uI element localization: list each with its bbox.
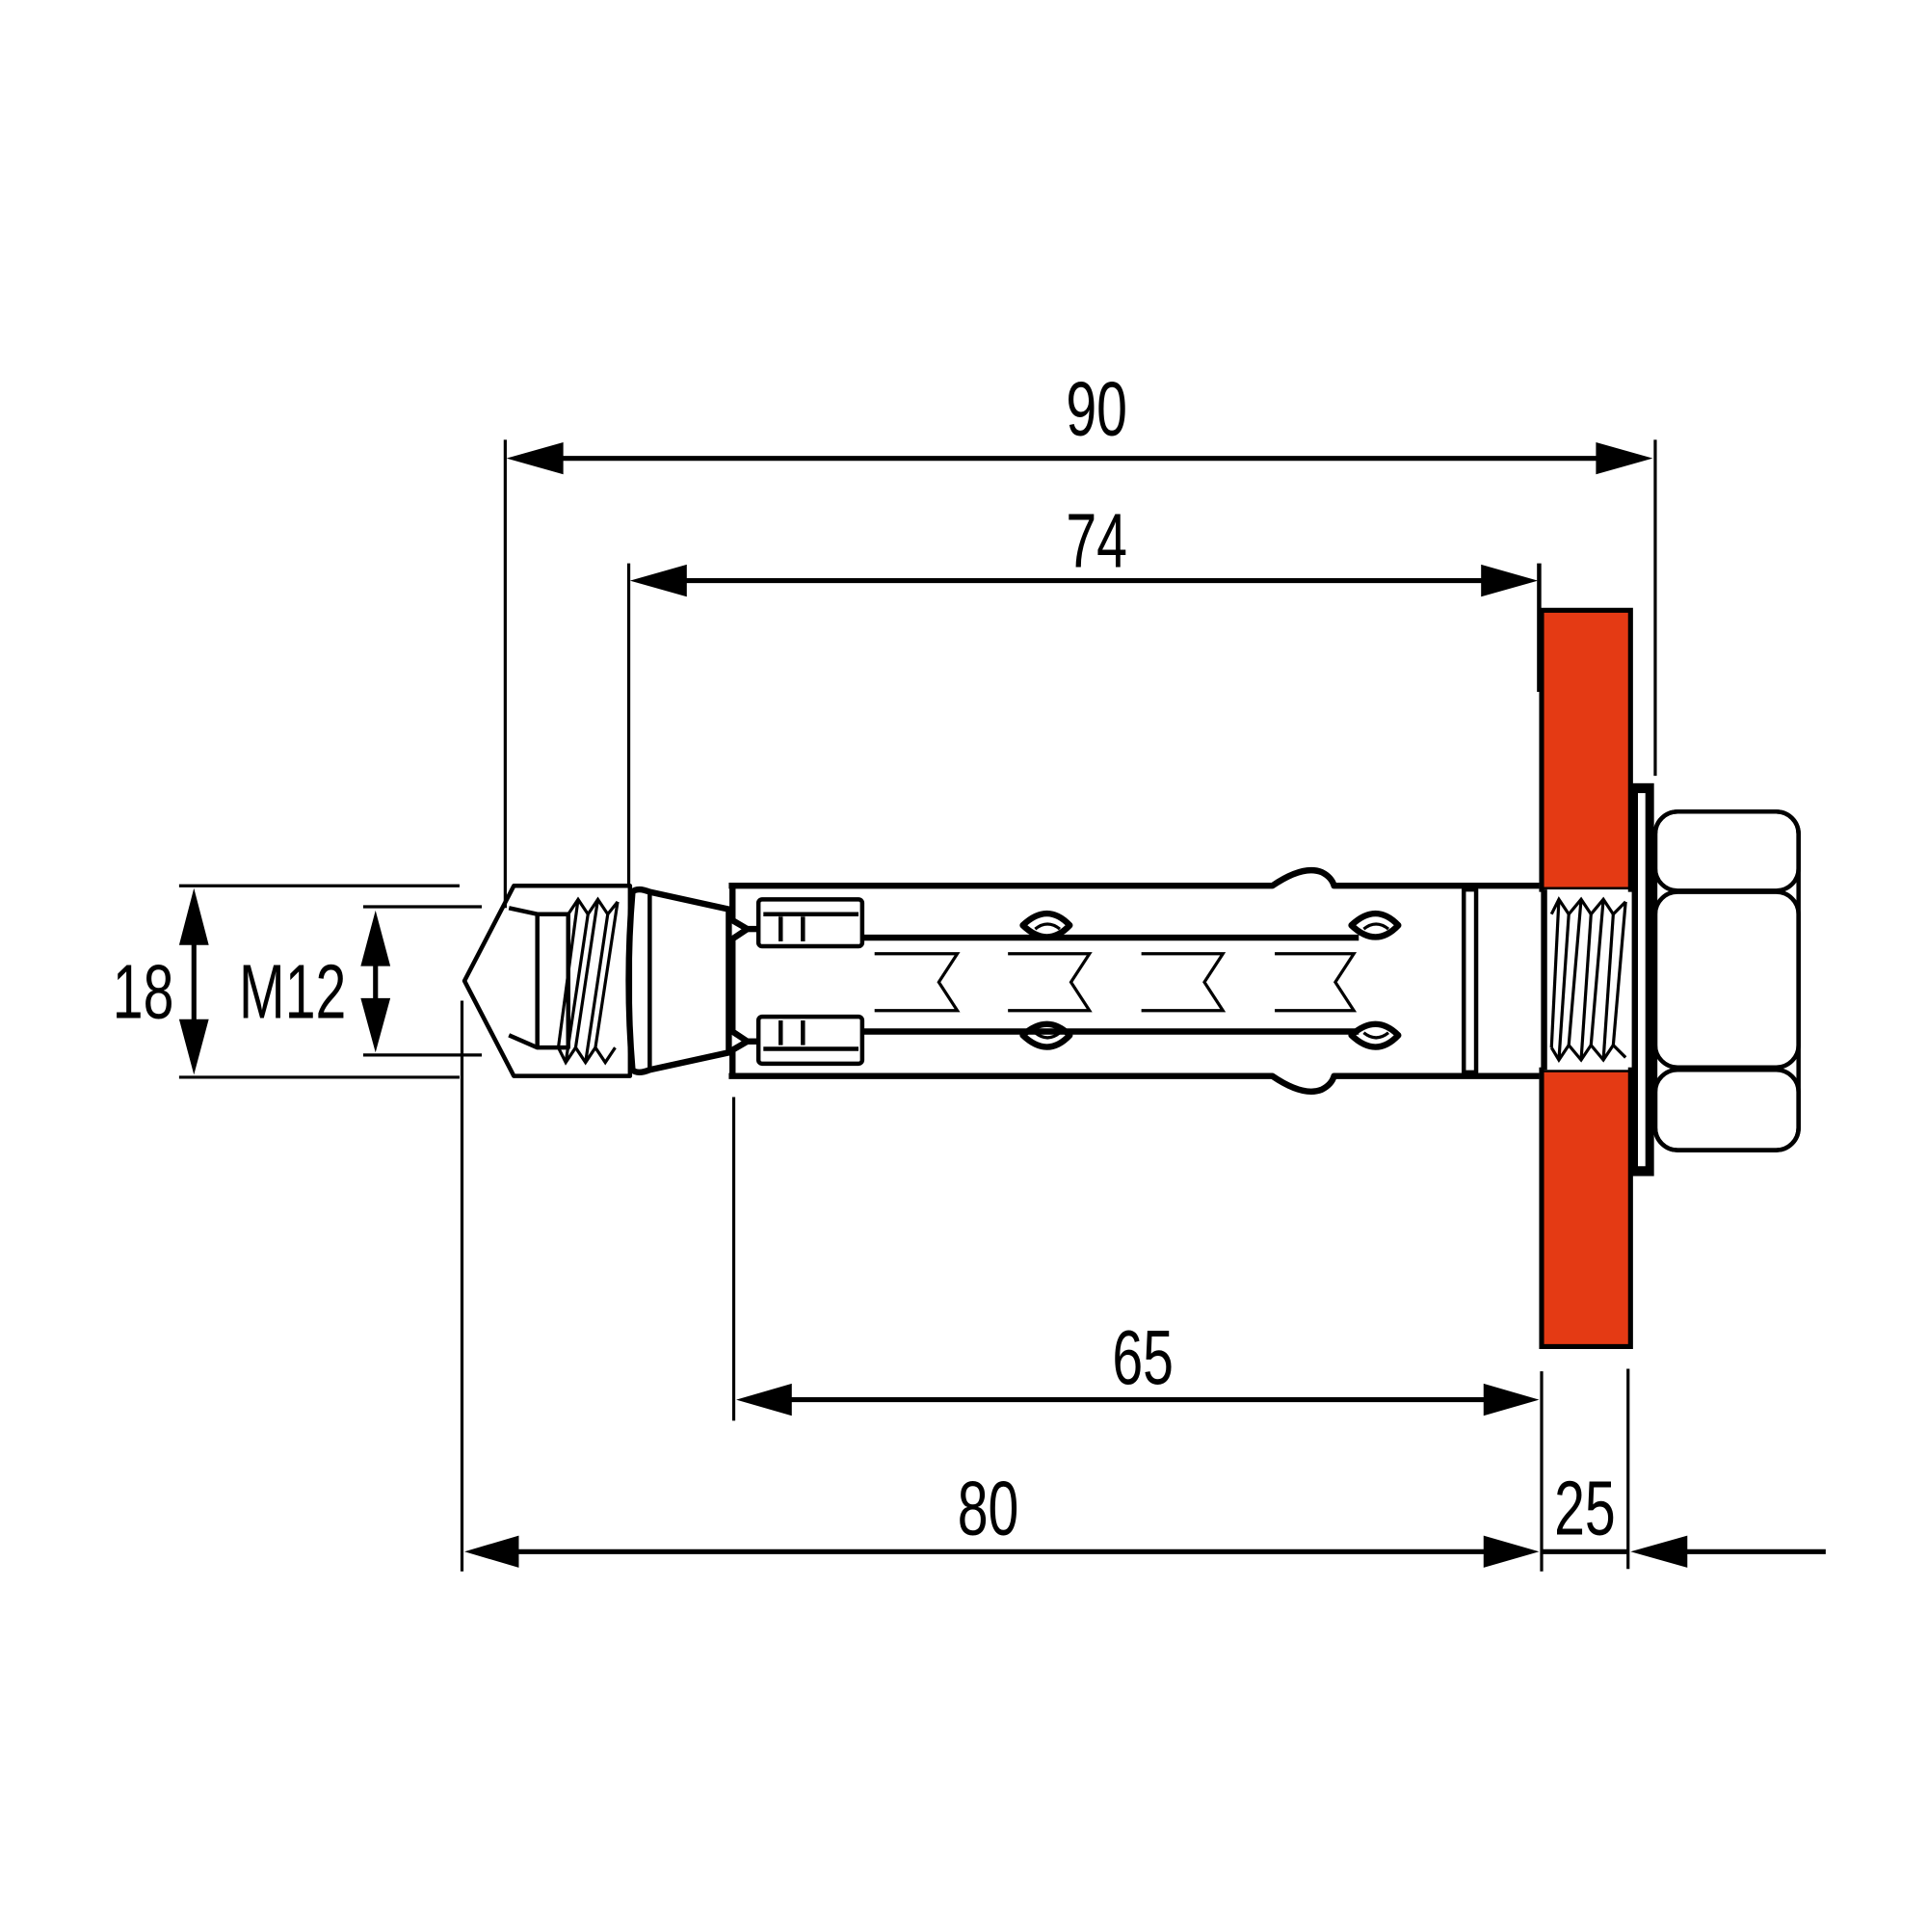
hex-nut <box>1652 809 1801 1152</box>
dim-label-m12: M12 <box>239 948 346 1035</box>
dimension-lines <box>178 441 1826 1568</box>
plate-thread <box>1541 889 1628 1071</box>
dim-label-90: 90 <box>1066 365 1127 452</box>
expansion-sleeve <box>747 897 1402 1067</box>
washer <box>1631 782 1654 1177</box>
dim-label-74: 74 <box>1066 497 1127 584</box>
zigzag-marks <box>874 952 1358 1013</box>
extension-lines <box>178 439 1657 1572</box>
dim-label-65: 65 <box>1112 1314 1174 1401</box>
anchor-body <box>728 866 1540 1095</box>
fixture-plate <box>1537 563 1633 1350</box>
dim-label-80: 80 <box>958 1465 1019 1551</box>
cone-nut <box>462 883 732 1078</box>
grip-lens <box>1019 910 1402 1050</box>
dim-label-25: 25 <box>1554 1465 1616 1551</box>
dim-label-18: 18 <box>113 948 174 1035</box>
dimension-labels: 90 74 65 80 25 18 M12 <box>113 365 1616 1551</box>
